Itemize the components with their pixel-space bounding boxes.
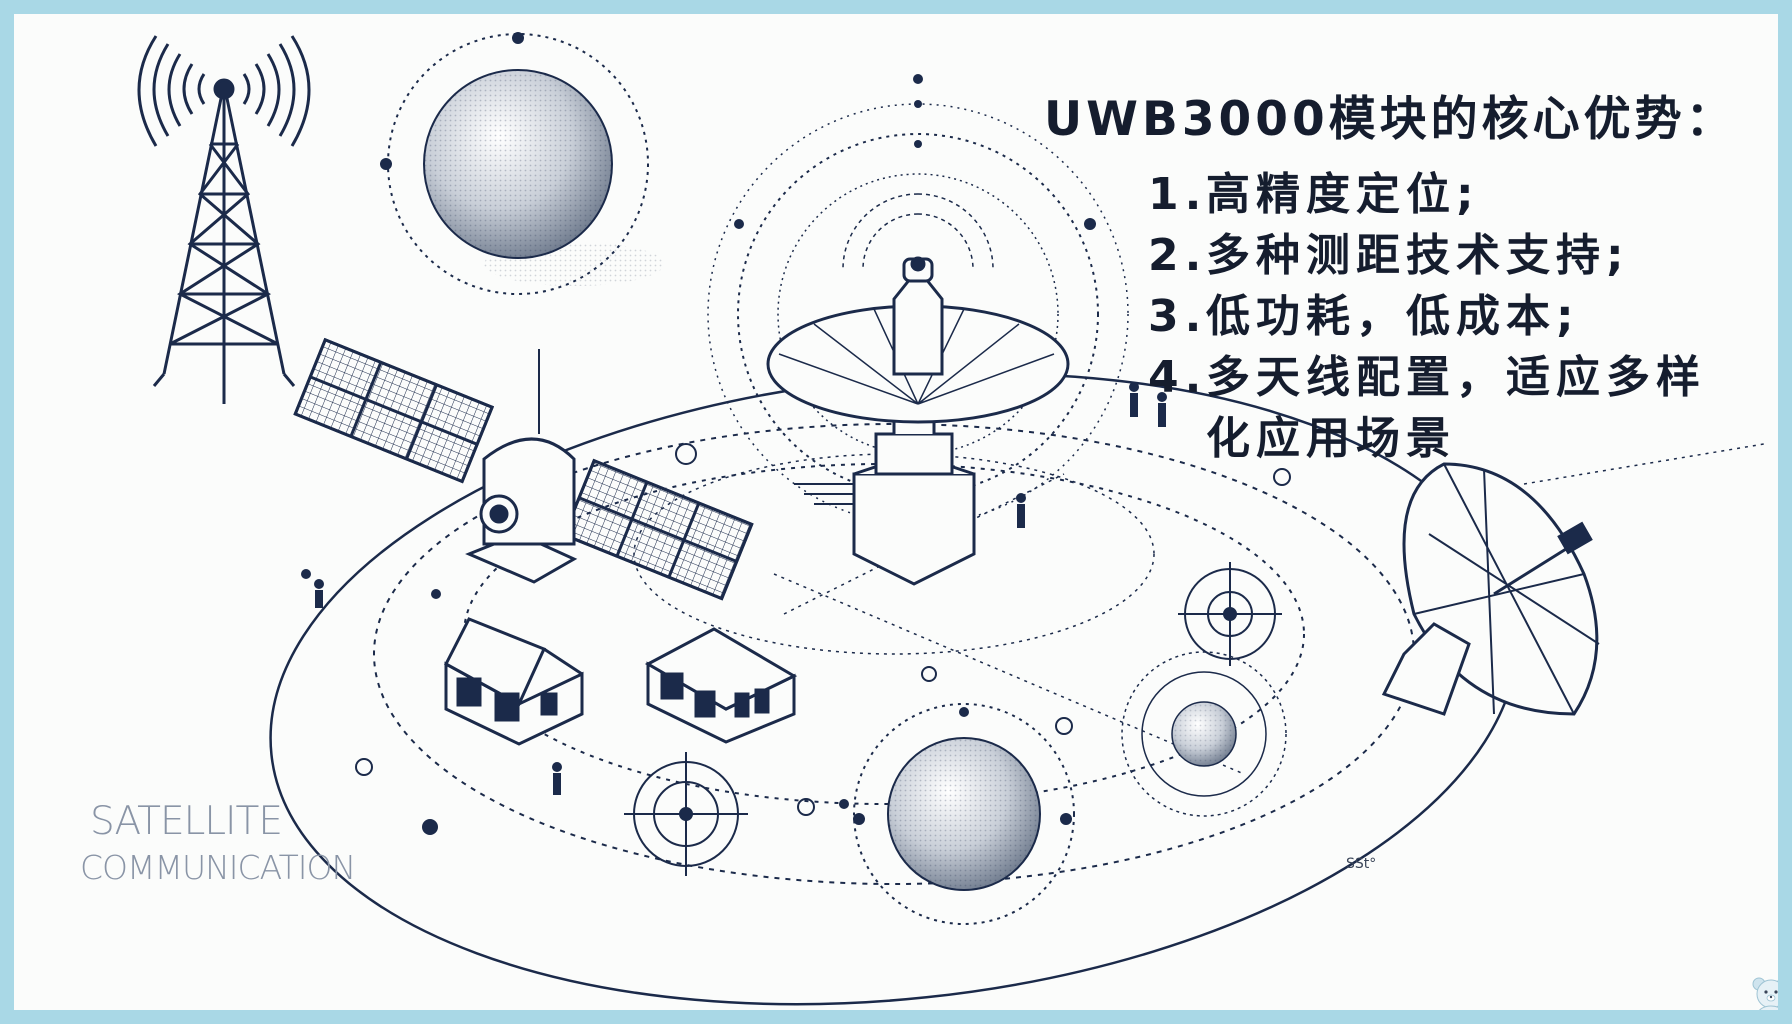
target-icon xyxy=(624,752,748,876)
dish-antenna-icon xyxy=(766,193,1070,586)
item-number: 1. xyxy=(1148,169,1208,220)
target-icon xyxy=(1178,562,1282,666)
bear-logo-icon xyxy=(1752,977,1778,1010)
item-text: 多种测距技术支持; xyxy=(1206,230,1630,281)
small-mark: SSt° xyxy=(1346,856,1377,872)
radio-tower-icon xyxy=(137,35,311,404)
headline: UWB3000模块的核心优势： xyxy=(1044,92,1737,147)
item-number: 2. xyxy=(1148,230,1208,281)
building-icon xyxy=(644,627,798,744)
item-number: 4. xyxy=(1148,352,1208,403)
item-number: 3. xyxy=(1148,291,1208,342)
building-icon xyxy=(444,617,584,746)
dish-antenna-icon xyxy=(1381,462,1600,716)
planet-icon xyxy=(1171,701,1237,767)
person-icon xyxy=(314,382,1167,795)
satellite-network-illustration xyxy=(137,32,1765,1006)
advantage-item: 1. 高精度定位; xyxy=(1148,164,1708,225)
advantage-item: 4. 多天线配置，适应多样化应用场景 xyxy=(1148,347,1708,469)
advantage-item: 3. 低功耗，低成本; xyxy=(1148,286,1708,347)
item-text: 多天线配置，适应多样化应用场景 xyxy=(1206,352,1706,464)
planet-icon xyxy=(423,69,664,286)
caption-line-1: SATELLITE xyxy=(90,799,283,844)
advantages-list: 1. 高精度定位; 2. 多种测距技术支持; 3. 低功耗，低成本; 4. 多天… xyxy=(1148,164,1708,469)
caption-line-2: COMMUNICATION xyxy=(80,848,356,887)
advantage-item: 2. 多种测距技术支持; xyxy=(1148,225,1708,286)
item-text: 高精度定位; xyxy=(1206,169,1480,220)
item-text: 低功耗，低成本; xyxy=(1206,291,1580,342)
satellite-caption: SATELLITE COMMUNICATION xyxy=(80,799,356,891)
planet-icon xyxy=(887,737,1041,891)
satellite-icon xyxy=(293,337,754,601)
